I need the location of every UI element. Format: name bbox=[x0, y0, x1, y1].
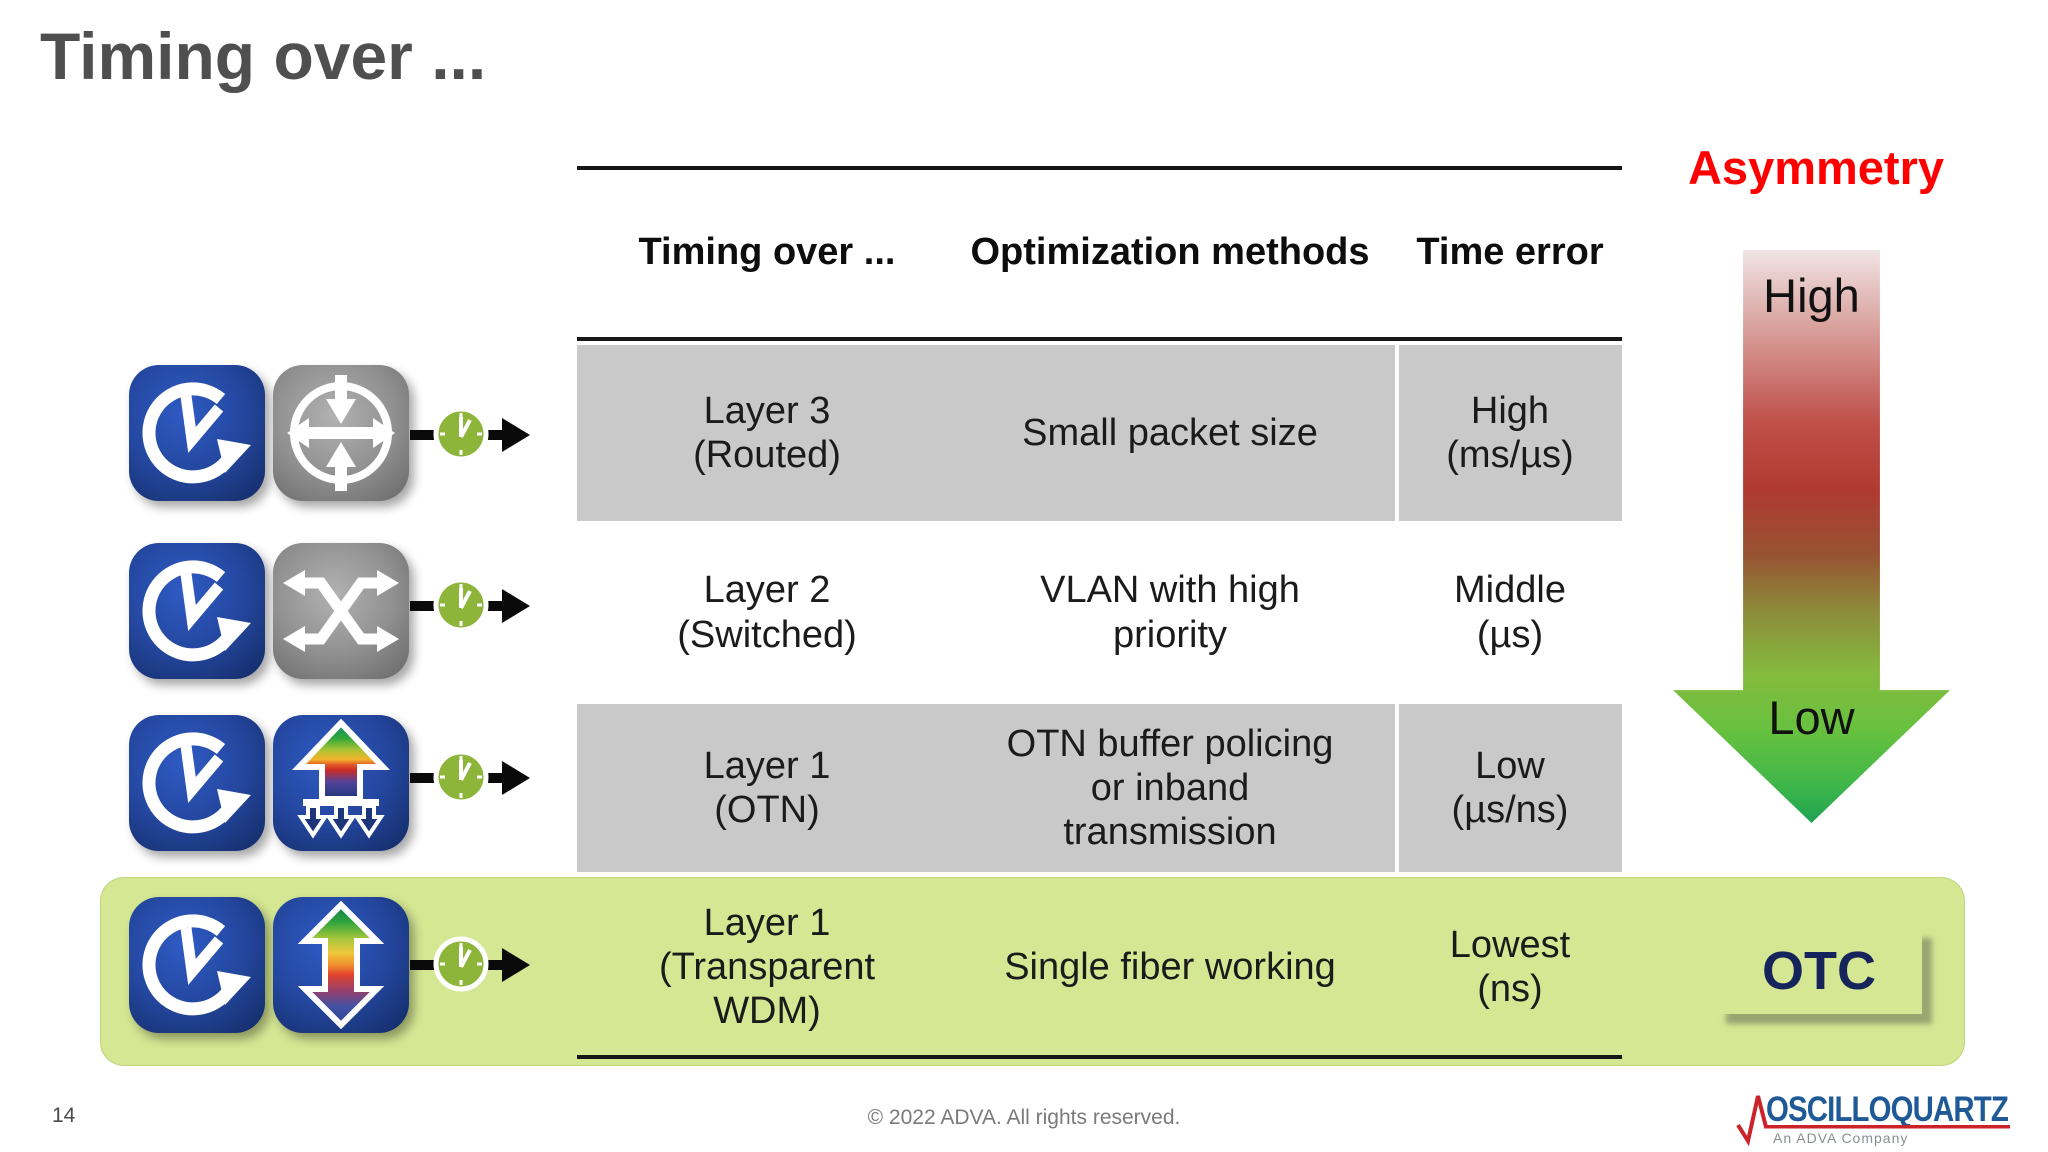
green-clock-icon bbox=[433, 749, 489, 805]
green-clock-icon bbox=[433, 936, 489, 992]
green-clock-icon bbox=[433, 406, 489, 462]
page-title: Timing over ... bbox=[40, 19, 487, 93]
highlight-row-background bbox=[100, 877, 1965, 1066]
arrow-head bbox=[502, 948, 530, 982]
row2-method: VLAN with high priority bbox=[1040, 569, 1300, 656]
row1-method: Small packet size bbox=[1022, 411, 1318, 454]
row3-error: Low (µs/ns) bbox=[1451, 744, 1569, 831]
row2-layer: Layer 2 (Switched) bbox=[677, 569, 857, 656]
green-clock-icon bbox=[433, 577, 489, 633]
history-clock-icon bbox=[129, 543, 265, 679]
asymmetry-high-label: High bbox=[1763, 269, 1860, 322]
row1-background-right bbox=[1399, 345, 1622, 521]
page-number: 14 bbox=[52, 1104, 76, 1127]
switch-icon bbox=[273, 543, 409, 679]
row4-error: Lowest (ns) bbox=[1449, 923, 1571, 1010]
wdm-icon bbox=[273, 897, 409, 1033]
copyright-text: © 2022 ADVA. All rights reserved. bbox=[867, 1106, 1181, 1129]
history-clock-icon bbox=[129, 365, 265, 501]
row4-method: Single fiber working bbox=[1004, 945, 1336, 988]
logo-underline bbox=[1764, 1125, 2010, 1129]
row1-layer: Layer 3 (Routed) bbox=[693, 389, 841, 476]
timing-flow-arrow bbox=[410, 748, 530, 808]
logo-pulse-icon bbox=[1736, 1095, 1768, 1147]
row2-error: Middle (µs) bbox=[1454, 569, 1566, 656]
arrow-head bbox=[502, 589, 530, 623]
oscilloquartz-logo: OSCILLOQUARTZ An ADVA Company bbox=[1736, 1090, 2010, 1147]
asymmetry-label: Asymmetry bbox=[1687, 141, 1945, 194]
row4-layer: Layer 1 (Transparent WDM) bbox=[658, 901, 876, 1033]
row1-error: High (ms/µs) bbox=[1446, 389, 1574, 476]
row3-background-left bbox=[577, 704, 1395, 872]
header-optimization-methods: Optimization methods bbox=[970, 230, 1370, 273]
table-bottom-rule bbox=[577, 1055, 1622, 1059]
otc-badge: OTC bbox=[1716, 928, 1922, 1014]
row3-method: OTN buffer policing or inband transmissi… bbox=[1006, 722, 1334, 854]
logo-tagline: An ADVA Company bbox=[1773, 1130, 1908, 1146]
table-top-rule bbox=[577, 166, 1622, 170]
timing-flow-arrow bbox=[410, 405, 530, 465]
table-header-rule bbox=[577, 337, 1622, 341]
logo-wordmark: OSCILLOQUARTZ bbox=[1766, 1090, 2009, 1129]
timing-flow-arrow bbox=[410, 576, 530, 636]
asymmetry-low-label: Low bbox=[1768, 691, 1855, 744]
header-time-error: Time error bbox=[1416, 230, 1604, 273]
row3-layer: Layer 1 (OTN) bbox=[703, 744, 831, 831]
router-icon bbox=[273, 365, 409, 501]
row1-background-left bbox=[577, 345, 1395, 521]
arrow-head bbox=[502, 761, 530, 795]
otn-mux-icon bbox=[273, 715, 409, 851]
header-timing-over: Timing over ... bbox=[638, 230, 896, 273]
history-clock-icon bbox=[129, 715, 265, 851]
arrow-head bbox=[502, 418, 530, 452]
history-clock-icon bbox=[129, 897, 265, 1033]
row3-background-right bbox=[1399, 704, 1622, 872]
timing-flow-arrow bbox=[410, 935, 530, 995]
